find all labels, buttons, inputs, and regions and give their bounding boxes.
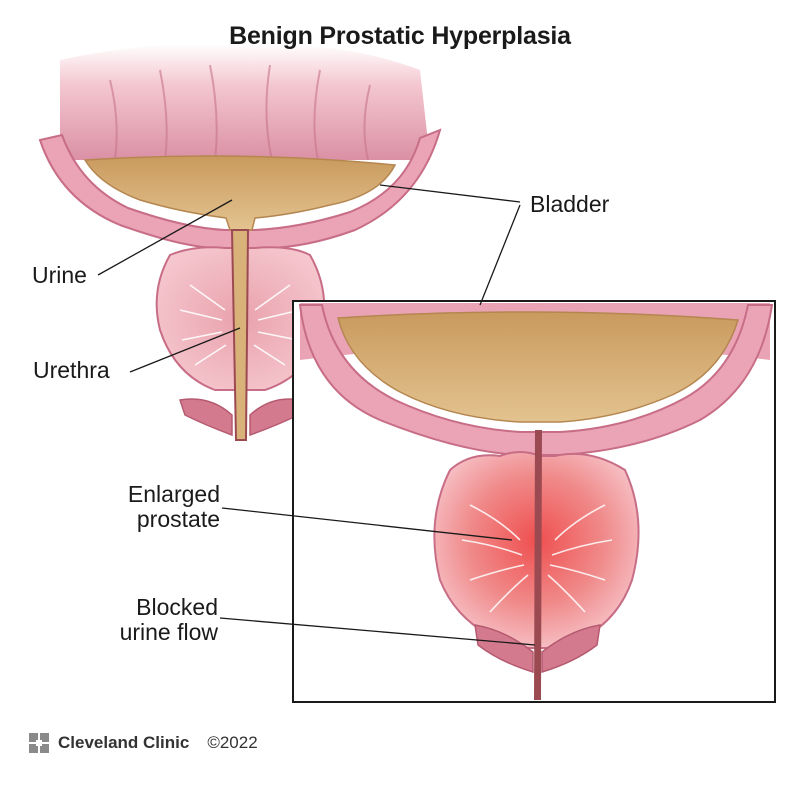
urine-leader [97, 199, 233, 276]
bph-urethra [534, 430, 542, 700]
bladder-leader-bottom [479, 204, 521, 306]
bph-pelvic-floor [474, 624, 601, 674]
label-urethra: Urethra [33, 357, 110, 383]
label-enlarged-prostate: Enlarged prostate [90, 482, 220, 532]
normal-anatomy [38, 44, 442, 441]
bph-bladder-wall [298, 304, 774, 456]
cleveland-clinic-logo-icon [28, 732, 50, 754]
normal-urethra [230, 229, 250, 441]
normal-urine [83, 155, 397, 231]
bph-inset [292, 300, 776, 703]
leader-lines [97, 184, 536, 646]
label-blocked-line1: Blocked [136, 594, 218, 620]
label-urine: Urine [32, 262, 87, 288]
label-enlarged-line1: Enlarged [127, 481, 220, 507]
bladder-leader-top [379, 184, 521, 203]
normal-pelvic-floor [179, 398, 301, 437]
label-bladder: Bladder [530, 191, 610, 217]
label-blocked-urine-flow: Blocked urine flow [80, 595, 218, 645]
footer: Cleveland Clinic ©2022 [28, 732, 258, 754]
enlarged-prostate-leader [221, 507, 513, 541]
copyright: ©2022 [207, 733, 258, 752]
label-enlarged-line2: prostate [136, 506, 220, 532]
bph-urine [337, 311, 739, 423]
normal-bladder-interior [60, 44, 430, 160]
label-blocked-line2: urine flow [119, 619, 218, 645]
urethra-leader [129, 327, 241, 373]
page-title: Benign Prostatic Hyperplasia [229, 22, 571, 50]
brand-name: Cleveland Clinic [58, 733, 190, 752]
blocked-flow-leader [219, 617, 536, 646]
normal-bladder-wall [38, 128, 442, 250]
